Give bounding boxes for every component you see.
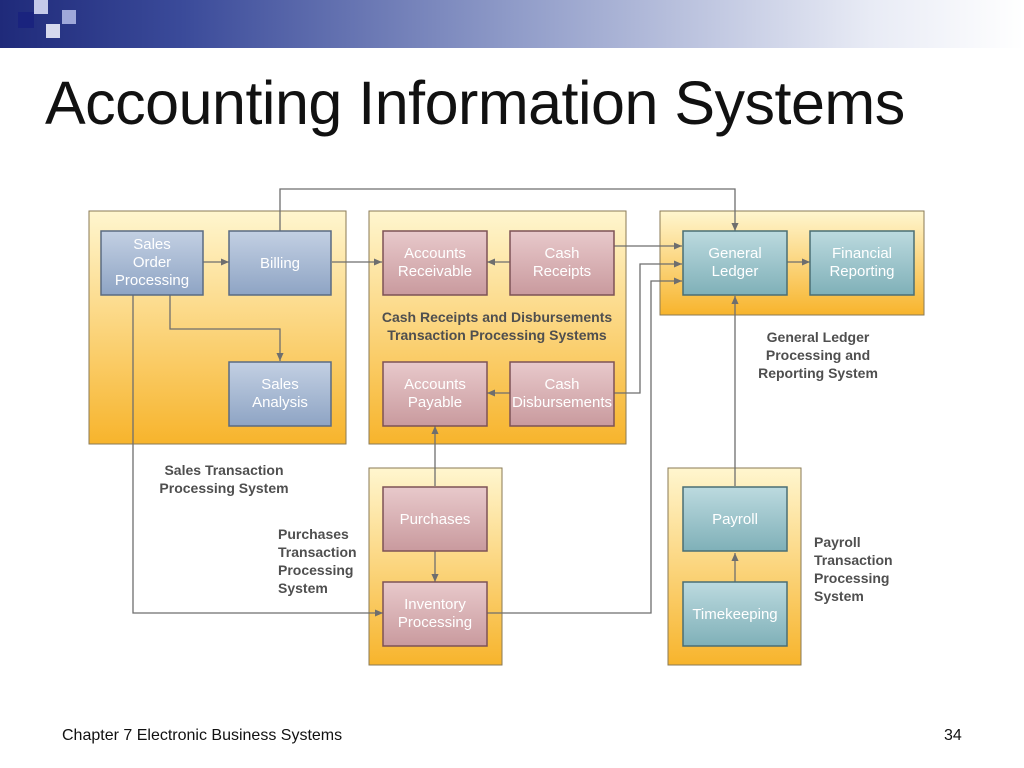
decoration-square-light <box>46 24 60 38</box>
svg-text:Timekeeping: Timekeeping <box>692 606 777 623</box>
slide-title: Accounting Information Systems <box>45 69 905 137</box>
footer-page-number: 34 <box>944 727 962 744</box>
decoration-square-light <box>34 0 48 14</box>
connector-inventory-to-general-ledger <box>487 277 682 614</box>
svg-text:Purchases: Purchases <box>400 511 471 528</box>
connectors <box>132 188 810 617</box>
node-payroll: Payroll <box>682 486 788 552</box>
title-decoration-band <box>0 0 1024 48</box>
footer-chapter-title: Chapter 7 Electronic Business Systems <box>62 727 343 744</box>
decoration-square-medium <box>62 10 76 24</box>
connector-sales-order-to-sales-analysis <box>169 295 284 361</box>
svg-text:Payroll: Payroll <box>712 511 758 528</box>
node-purchases: Purchases <box>382 486 488 552</box>
connector-billing-to-general-ledger <box>279 188 739 232</box>
svg-text:Billing: Billing <box>260 255 300 272</box>
connector-sales-order-to-inventory <box>132 295 383 617</box>
connector-cash-disbursements-to-general-ledger <box>614 260 682 394</box>
decoration-square-dark <box>18 12 34 28</box>
node-billing: Billing <box>228 230 332 296</box>
node-timekeeping: Timekeeping <box>682 581 788 647</box>
